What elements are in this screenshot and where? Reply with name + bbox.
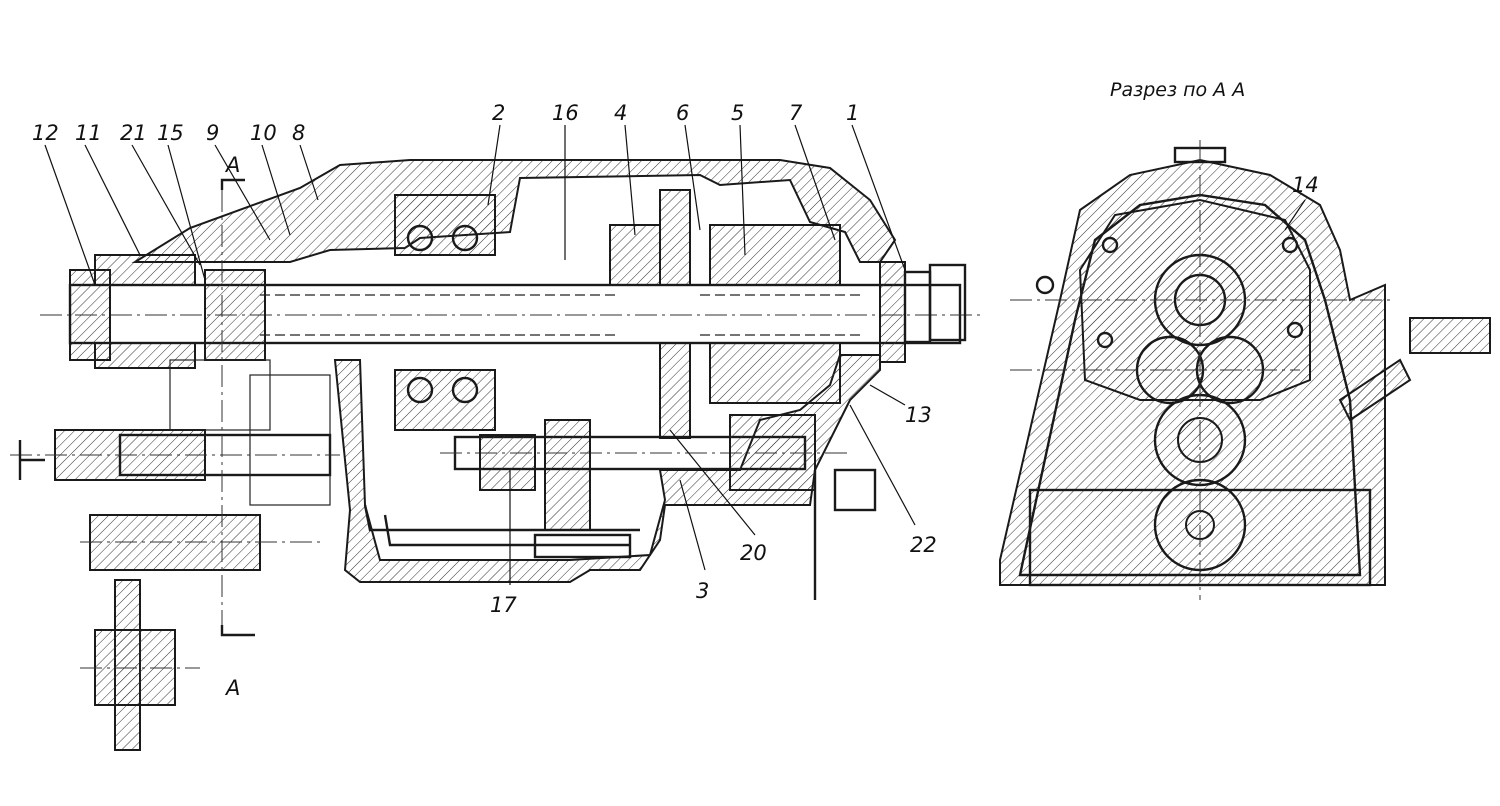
section-title: Разрез по А А	[1110, 79, 1245, 101]
callout-7: 7	[789, 101, 803, 125]
end-ring	[879, 261, 906, 363]
callout-13: 13	[905, 403, 932, 427]
callout-4: 4	[614, 101, 627, 125]
section-mark-a-top: A	[224, 153, 240, 177]
gear	[659, 189, 691, 286]
callout-20: 20	[740, 541, 767, 565]
gear	[659, 342, 691, 439]
callout-22: 22	[910, 533, 937, 557]
bearing-5	[709, 342, 841, 404]
clutch	[204, 269, 266, 361]
bearing-lower	[394, 369, 496, 431]
callout-3: 3	[696, 579, 709, 603]
section-a-a-view	[999, 140, 1491, 600]
oil-fitting	[1409, 317, 1491, 354]
callout-11: 11	[75, 121, 102, 145]
collar	[94, 254, 196, 286]
section-marker-bottom	[220, 625, 255, 637]
end-nut	[903, 270, 932, 344]
collar	[94, 342, 196, 369]
callout-17: 17	[490, 593, 517, 617]
section-marker-top	[220, 178, 245, 190]
callout-1: 1	[846, 101, 859, 125]
gear	[544, 419, 591, 531]
oil-channel	[363, 504, 640, 532]
callout-2: 2	[492, 101, 505, 125]
bearing	[729, 414, 816, 491]
callout-16: 16	[552, 101, 579, 125]
callout-8: 8	[292, 121, 305, 145]
callout-5: 5	[731, 101, 744, 125]
leader-lines	[44, 124, 1306, 585]
gear-17	[479, 434, 536, 491]
oil-fitting	[1338, 358, 1412, 422]
callout-6: 6	[676, 101, 689, 125]
callout-9: 9	[206, 121, 219, 145]
oil-channel	[383, 514, 630, 547]
callout-12: 12	[32, 121, 59, 145]
main-shaft	[68, 283, 962, 345]
callout-14: 14	[1292, 173, 1319, 197]
bearing-upper	[394, 194, 496, 256]
gear	[533, 533, 632, 559]
foot	[833, 468, 877, 512]
callout-10: 10	[250, 121, 277, 145]
bearing-5	[709, 224, 841, 286]
callout-15: 15	[157, 121, 184, 145]
callout-21: 21	[120, 121, 147, 145]
longitudinal-section	[10, 159, 980, 751]
section-mark-a-bottom: A	[224, 676, 240, 700]
handwheel	[18, 440, 45, 480]
side-housing	[249, 374, 331, 506]
side-housing	[169, 359, 271, 431]
end-nut	[928, 263, 967, 342]
